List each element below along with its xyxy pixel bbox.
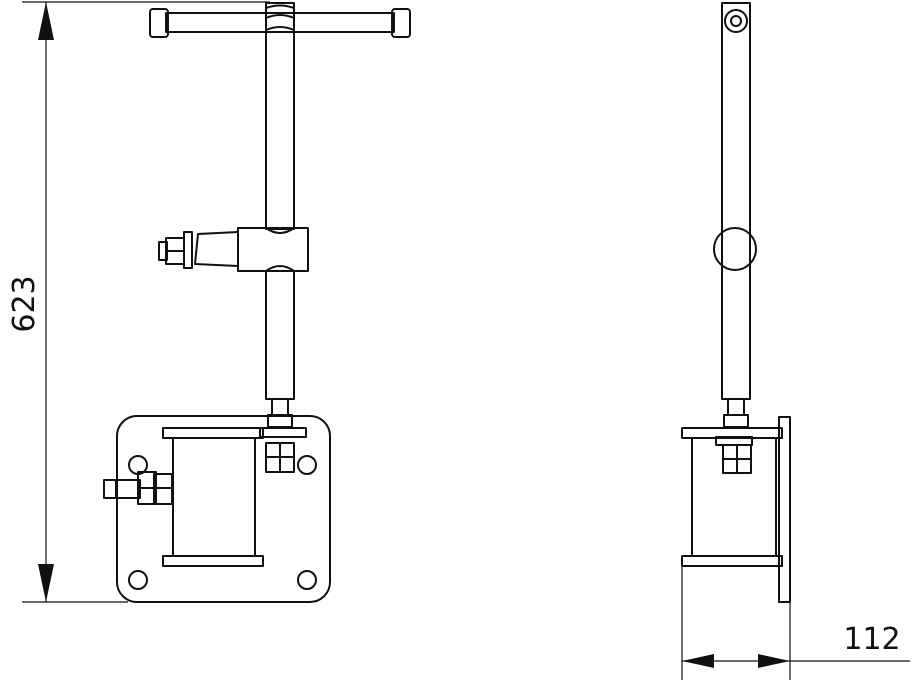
side-bolt-shank: [103, 479, 141, 499]
front-shaft-lower: [265, 270, 295, 400]
front-bracket-top-flange: [162, 427, 264, 439]
front-shaft-upper: [265, 2, 295, 230]
height-arrow-top: [38, 2, 54, 40]
height-dimension: 623: [7, 1, 270, 603]
front-shaft-joint-top: [265, 14, 295, 19]
side-clamp-knob: [713, 227, 757, 271]
width-arrow-left: [682, 654, 714, 668]
side-base-plate: [778, 416, 791, 603]
front-shaft-joint-bottom: [265, 26, 295, 31]
side-shaft-eye-inner: [730, 15, 742, 27]
handle-grip-right: [391, 8, 411, 38]
clamp-curve-top: [265, 227, 295, 234]
side-shaft-pin: [727, 398, 745, 416]
height-dimension-label: 623: [7, 275, 42, 332]
side-shaft-eye-outer: [724, 9, 748, 33]
width-dimension-label: 112: [843, 622, 900, 657]
front-bracket-bottom-flange: [162, 555, 264, 567]
side-shaft: [721, 2, 751, 400]
clamp-screw-tip: [158, 241, 168, 261]
front-base-plate: [116, 415, 331, 603]
clamp-block: [237, 227, 309, 272]
front-washer: [259, 427, 307, 438]
front-view: [103, 2, 411, 603]
side-bracket-bottom-flange: [681, 555, 783, 567]
clamp-screw-cone: [194, 231, 239, 267]
front-bracket-web: [172, 437, 256, 557]
side-shaft-collar: [723, 414, 749, 428]
base-hole-top-right: [297, 455, 317, 475]
front-shaft-top-cap: [265, 4, 295, 9]
clamp-curve-bottom: [265, 265, 295, 272]
front-shaft-pin: [271, 398, 289, 416]
side-view: [681, 2, 791, 603]
clamp-screw-washer: [183, 231, 193, 269]
handle-crossbar: [165, 12, 395, 33]
side-bracket-web: [691, 437, 777, 557]
width-arrow-right: [758, 654, 790, 668]
handle-grip-left: [149, 8, 169, 38]
base-hole-bottom-right: [297, 570, 317, 590]
width-dimension: 112: [681, 566, 910, 680]
height-arrow-bottom: [38, 564, 54, 602]
base-hole-bottom-left: [128, 570, 148, 590]
